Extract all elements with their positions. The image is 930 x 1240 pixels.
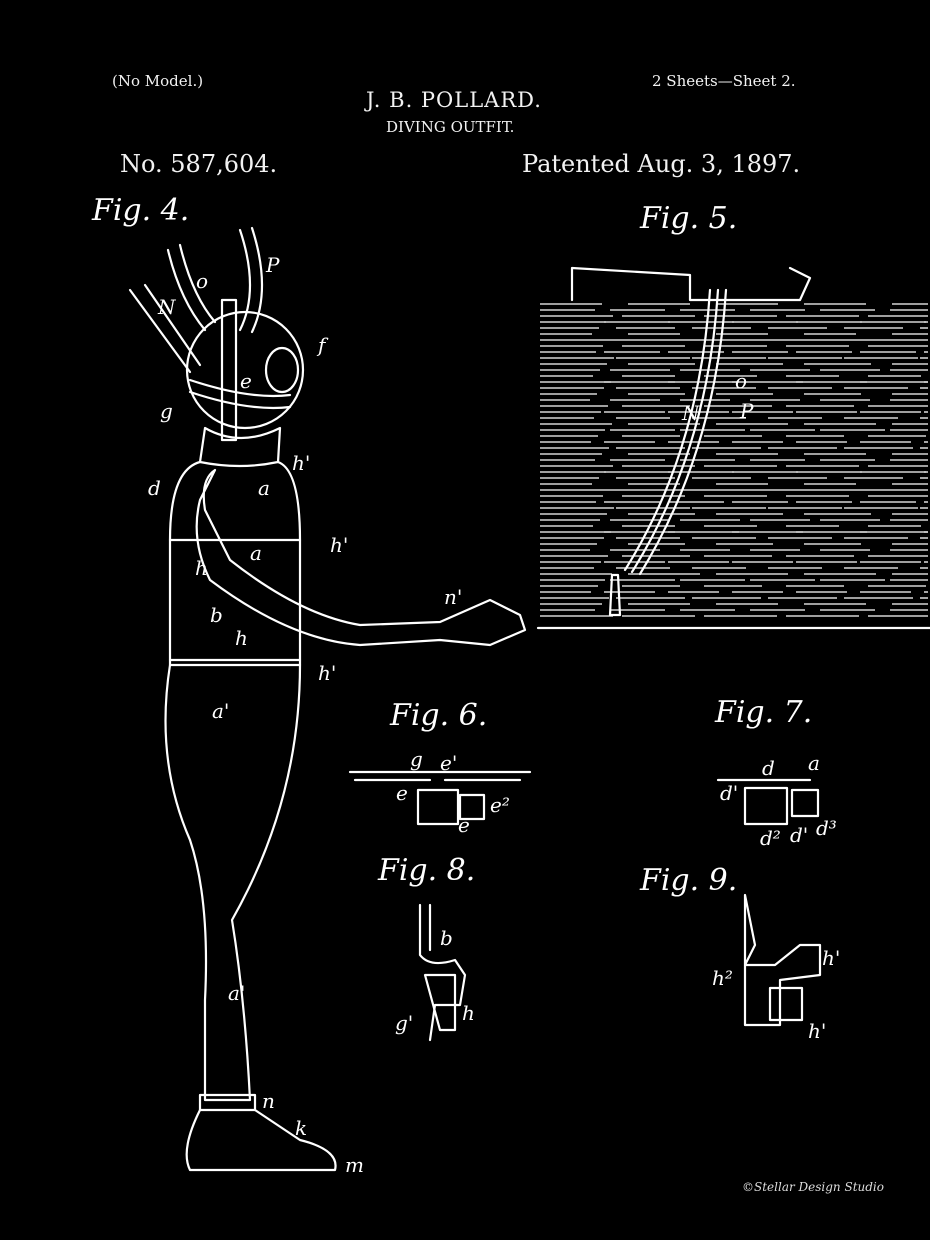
belts [168, 538, 302, 662]
callout-label: g' [395, 1011, 413, 1035]
callout-label: a' [228, 981, 245, 1005]
callout-label: h' [808, 1019, 826, 1043]
callout-label: N [157, 295, 177, 319]
callout-label: P [265, 253, 280, 277]
water-lines [540, 303, 928, 617]
boat [570, 266, 812, 302]
callout-label: P [739, 399, 754, 423]
air-hoses [623, 288, 728, 576]
callout-label: d² [760, 826, 781, 850]
patent-date: Patented Aug. 3, 1897. [522, 150, 801, 178]
ankle-band [198, 1093, 257, 1112]
leg [164, 663, 302, 1102]
callout-label: a [250, 541, 262, 565]
callout-label: e' [440, 751, 457, 775]
fig8-title: Fig. 8. [377, 853, 475, 888]
model-note: (No Model.) [112, 72, 204, 90]
fig5-title: Fig. 5. [639, 201, 737, 236]
callout-label: g [160, 399, 173, 423]
callout-label: a [808, 751, 820, 775]
callout-label: h [462, 1001, 475, 1025]
hose-band [188, 378, 292, 410]
fig6: Fig. 6. g e' e e² e [348, 698, 532, 837]
callout-label: k [295, 1116, 307, 1140]
callout-label: e² [490, 793, 510, 817]
callout-label: a' [212, 699, 229, 723]
fig5-boat-scene: Fig. 5. o N P [536, 201, 930, 630]
callout-label: d [762, 756, 775, 780]
fig4-diver: Fig. 4. [91, 193, 527, 1172]
diver-small [608, 573, 622, 617]
callout-label: g [410, 747, 423, 771]
fig9-title: Fig. 9. [639, 863, 737, 898]
callout-label: a [258, 476, 270, 500]
callout-label: f [316, 333, 329, 357]
callout-label: h' [318, 661, 336, 685]
invention-title: DIVING OUTFIT. [386, 118, 515, 136]
fig7-title: Fig. 7. [714, 695, 812, 730]
callout-label: b [440, 926, 453, 950]
callout-label: e [458, 813, 470, 837]
faceplate [264, 346, 300, 394]
callout-label: d³ [816, 816, 837, 840]
callout-label: d' [720, 781, 738, 805]
callout-label: d [148, 476, 161, 500]
suit-body [168, 460, 302, 667]
fig4-labels: o P N f e g h' d a h' h a b h n' h' a' a… [148, 253, 462, 1177]
callout-label: e [240, 369, 252, 393]
hose-o [166, 243, 217, 332]
fig9: Fig. 9. h' h² h' [639, 863, 840, 1043]
callout-label: m [345, 1153, 364, 1177]
callout-label: n [262, 1089, 275, 1113]
callout-label: h² [712, 966, 733, 990]
arm [195, 468, 527, 647]
callout-label: h' [330, 533, 348, 557]
callout-label: n' [444, 585, 462, 609]
fig7: Fig. 7. d a d' d² d' d³ [714, 695, 837, 850]
callout-label: o [735, 369, 747, 393]
callout-label: h [235, 626, 248, 650]
fig6-title: Fig. 6. [389, 698, 487, 733]
callout-label: o [196, 269, 208, 293]
callout-label: b [210, 603, 223, 627]
helmet [185, 310, 305, 430]
patent-number: No. 587,604. [120, 150, 278, 178]
callout-label: h' [822, 946, 840, 970]
collar [198, 426, 282, 468]
callout-label: h' [292, 451, 310, 475]
helmet-strip [220, 298, 238, 442]
callout-label: h [195, 556, 208, 580]
fig4-title: Fig. 4. [91, 193, 189, 228]
callout-label: N [681, 401, 701, 425]
sheet-number: 2 Sheets—Sheet 2. [652, 72, 796, 90]
boot [185, 1108, 337, 1172]
callout-label: d' [790, 823, 808, 847]
fig8: Fig. 8. b g' h [377, 853, 475, 1042]
callout-label: e [396, 781, 408, 805]
hose-p [238, 226, 264, 334]
inventor-name: J. B. POLLARD. [366, 88, 542, 112]
artist-signature: ©Stellar Design Studio [742, 1180, 884, 1194]
